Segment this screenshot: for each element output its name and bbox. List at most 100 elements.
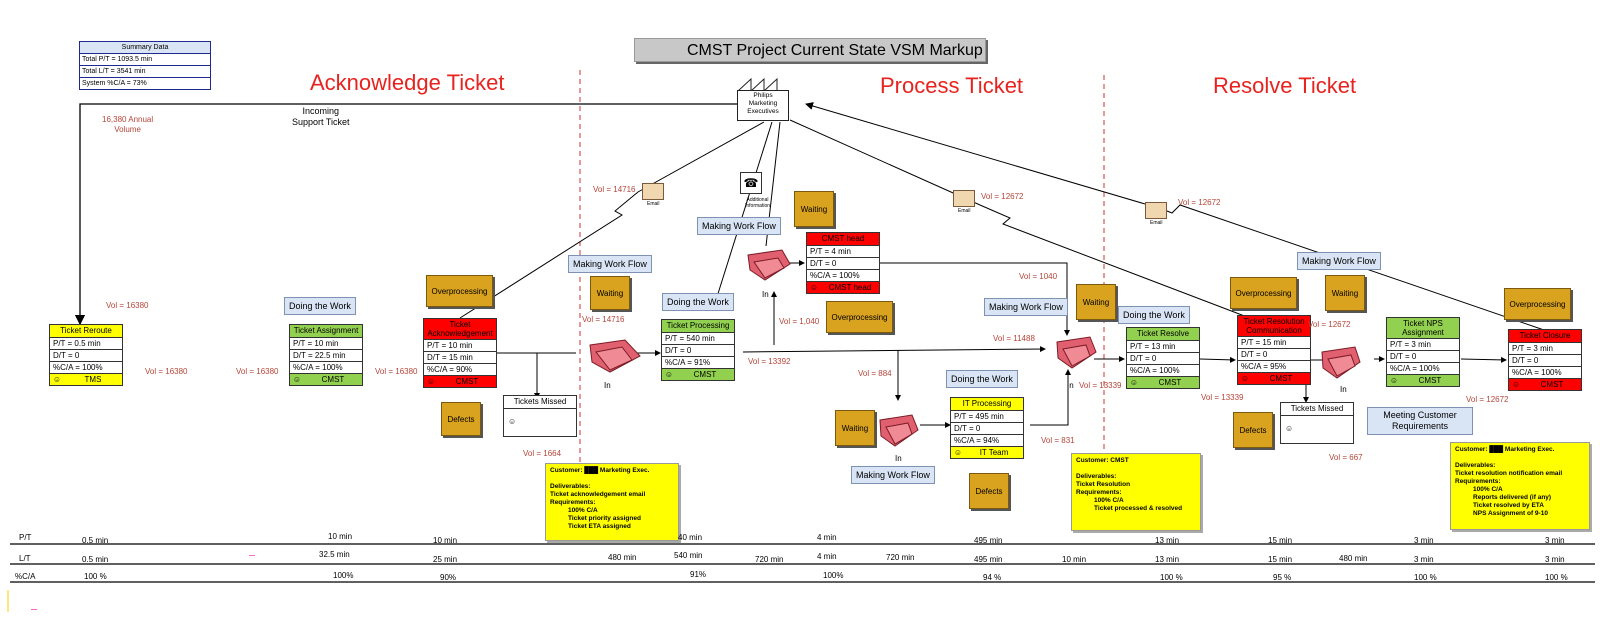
process-box-it-processing: IT Processing P/T = 495 min D/T = 0 %C/A… xyxy=(950,397,1024,459)
volume-label: Vol = 13339 xyxy=(1079,381,1122,390)
process-pt: P/T = 3 min xyxy=(1387,339,1459,351)
incoming-ticket-label: Incoming Support Ticket xyxy=(292,106,350,127)
volume-label: Vol = 1664 xyxy=(523,449,562,458)
process-box-ticket-acknowledgement: Ticket Acknowledgement P/T = 10 min D/T … xyxy=(423,318,497,388)
waste-overprocessing: Overprocessing xyxy=(1230,277,1297,309)
timeline-lt: 540 min xyxy=(674,551,703,560)
email-icon xyxy=(642,183,664,200)
volume-label: Vol = 667 xyxy=(1329,453,1363,462)
process-box-ticket-processing: Ticket Processing P/T = 540 min D/T = 0 … xyxy=(661,319,735,381)
timeline-ca: 100 % xyxy=(1414,573,1437,582)
process-ca: %C/A = 100% xyxy=(1509,367,1581,379)
process-name: Ticket Closure xyxy=(1509,330,1581,343)
timeline-ca: 100 % xyxy=(1545,573,1568,582)
process-pt: P/T = 0.5 min xyxy=(50,338,122,350)
doing-the-work-label: Doing the Work xyxy=(662,293,734,311)
volume-label: Vol = 16380 xyxy=(236,367,279,376)
process-name: Ticket NPS Assignment xyxy=(1387,318,1459,339)
customer-factory: Philips Marketing Executives xyxy=(737,78,791,122)
timeline-ca: 100% xyxy=(333,571,354,580)
timeline-lt: 13 min xyxy=(1155,555,1180,564)
process-operator: ☺CMST head xyxy=(807,282,879,293)
volume-label: Vol = 16380 xyxy=(106,301,149,310)
process-dt: D/T = 22.5 min xyxy=(290,350,362,362)
process-name: Ticket Resolve xyxy=(1127,328,1199,341)
email-label: Email xyxy=(958,208,971,214)
waste-waiting: Waiting xyxy=(1076,284,1116,320)
operator-name: CMST xyxy=(693,370,717,379)
operator-name: CMST xyxy=(455,377,479,386)
process-name: CMST head xyxy=(807,233,879,246)
volume-label: Vol = 13392 xyxy=(748,357,791,366)
timeline-ca: 90% xyxy=(440,573,457,582)
process-box-ticket-resolution-communication: Ticket Resolution Communication P/T = 15… xyxy=(1237,315,1311,385)
timeline-pt: 10 min xyxy=(328,532,353,541)
timeline-ca: 95 % xyxy=(1273,573,1292,582)
timeline-ca: 91% xyxy=(690,570,707,579)
process-pt: P/T = 10 min xyxy=(290,338,362,350)
process-pt: P/T = 4 min xyxy=(807,246,879,258)
volume-label: Vol = 11488 xyxy=(993,334,1035,343)
process-pt: P/T = 540 min xyxy=(662,333,734,345)
process-operator: ☺CMST xyxy=(1238,373,1310,384)
process-ca: %C/A = 100% xyxy=(290,362,362,374)
timeline-lt: 15 min xyxy=(1268,555,1293,564)
operator-icon: ☺ xyxy=(508,417,517,426)
process-ca: %C/A = 91% xyxy=(662,357,734,369)
operator-icon: ☺ xyxy=(1285,424,1294,433)
volume-label: Vol = 12672 xyxy=(1178,198,1221,207)
operator-icon: ☺ xyxy=(664,370,674,379)
inventory-tray-icon xyxy=(1321,346,1361,379)
process-operator: ☺CMST xyxy=(1509,379,1581,390)
inventory-in-label: In xyxy=(1340,385,1347,394)
volume-label: Vol = 1,040 xyxy=(779,317,820,326)
waste-waiting: Waiting xyxy=(835,410,875,446)
volume-label: Vol = 14716 xyxy=(582,315,625,324)
making-work-flow-label: Making Work Flow xyxy=(851,466,935,484)
process-operator: ☺ CMST xyxy=(662,369,734,380)
process-ca: %C/A = 95% xyxy=(1238,361,1310,373)
section-title-process: Process Ticket xyxy=(880,73,1024,98)
waste-waiting: Waiting xyxy=(1325,275,1365,311)
timeline-pt: 3 min xyxy=(1414,536,1434,545)
process-dt: D/T = 0 xyxy=(1238,349,1310,361)
timeline-pt: 495 min xyxy=(974,536,1003,545)
process-operator: ☺IT Team xyxy=(951,447,1023,458)
timeline-ca: 100 % xyxy=(84,572,107,581)
timeline-lt: 480 min xyxy=(1339,554,1368,563)
timeline-pt: 4 min xyxy=(817,533,837,542)
process-pt: P/T = 495 min xyxy=(951,411,1023,423)
timeline-lt: 0.5 min xyxy=(82,555,109,564)
making-work-flow-label: Making Work Flow xyxy=(984,298,1068,316)
operator-icon: ☺ xyxy=(292,375,302,384)
section-title-acknowledge: Acknowledge Ticket xyxy=(310,70,505,95)
timeline-lt: 720 min xyxy=(886,553,915,562)
making-work-flow-label: Making Work Flow xyxy=(697,217,781,235)
tickets-missed-box: Tickets Missed ☺ xyxy=(503,395,577,437)
annual-volume-label: 16,380 Annual Volume xyxy=(102,115,154,134)
inventory-in-label: In xyxy=(762,290,769,299)
process-dt: D/T = 0 xyxy=(1127,353,1199,365)
process-name: Ticket Reroute xyxy=(50,325,122,338)
process-pt: P/T = 15 min xyxy=(1238,337,1310,349)
customer-requirements-note: Customer: CMST Deliverables: Ticket Reso… xyxy=(1071,453,1201,531)
timeline-row-label: L/T xyxy=(19,554,31,563)
timeline-lt: 3 min xyxy=(1545,555,1565,564)
inventory-tray-icon xyxy=(747,249,791,281)
making-work-flow-label: Making Work Flow xyxy=(568,255,652,273)
timeline-pt: 3 min xyxy=(1545,536,1565,545)
timeline-pt: 40 min xyxy=(678,533,703,542)
process-ca: %C/A = 94% xyxy=(951,435,1023,447)
inventory-tray-icon xyxy=(1056,336,1097,369)
operator-icon: ☺ xyxy=(1389,376,1399,385)
process-dt: D/T = 0 xyxy=(50,350,122,362)
volume-label: Vol = 16380 xyxy=(375,367,418,376)
process-name: Ticket Acknowledgement xyxy=(424,319,496,340)
process-ca: %C/A = 100% xyxy=(807,270,879,282)
email-label: Email xyxy=(1150,220,1163,226)
volume-label: Vol = 831 xyxy=(1041,436,1075,445)
process-pt: P/T = 13 min xyxy=(1127,341,1199,353)
process-box-ticket-assignment: Ticket Assignment P/T = 10 min D/T = 22.… xyxy=(289,324,363,386)
timeline-ca: 100 % xyxy=(1160,573,1183,582)
email-label: Email xyxy=(647,201,660,207)
